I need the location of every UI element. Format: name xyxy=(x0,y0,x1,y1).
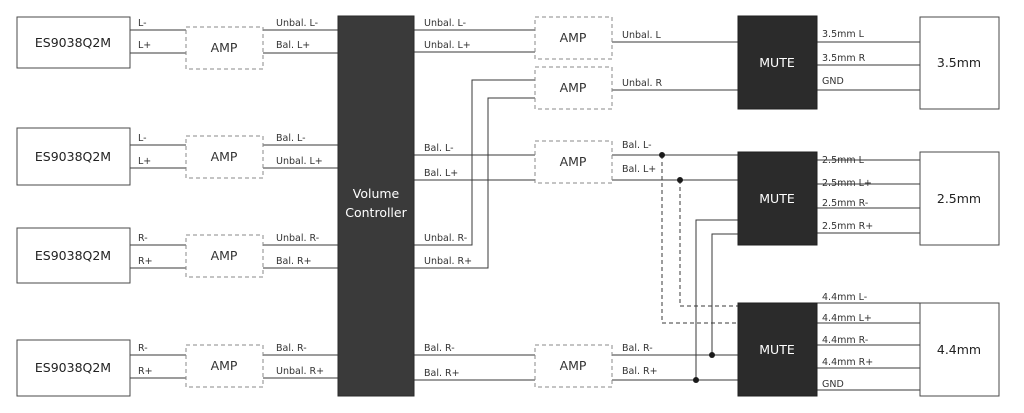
signal-label: Bal. R+ xyxy=(622,366,658,377)
signal-label: Unbal. L- xyxy=(276,18,318,29)
dac-3: ES9038Q2M xyxy=(16,227,131,284)
jack-35mm: 3.5mm xyxy=(919,16,1000,110)
pin-label: L- xyxy=(138,133,147,144)
jack-label: 3.5mm xyxy=(937,55,981,70)
mute-label: MUTE xyxy=(759,55,795,70)
dac-2: ES9038Q2M xyxy=(16,127,131,186)
amp-mid-unbal-l: AMP xyxy=(534,16,613,60)
pin-label: L+ xyxy=(138,40,151,51)
dac-label: ES9038Q2M xyxy=(35,248,111,263)
mute-44: MUTE xyxy=(737,302,818,397)
jack-label: 2.5mm xyxy=(937,191,981,206)
amp-left-2: AMP xyxy=(185,135,264,179)
dac-4: ES9038Q2M xyxy=(16,339,131,397)
pin-label: R+ xyxy=(138,366,153,377)
amp-label: AMP xyxy=(560,80,587,95)
signal-label: Bal. L- xyxy=(424,143,454,154)
amp-left-1: AMP xyxy=(185,26,264,70)
wires xyxy=(130,29,920,391)
amp-label: AMP xyxy=(211,248,238,263)
pin-label: 2.5mm L+ xyxy=(822,178,872,189)
vc-label-line1: Volume xyxy=(353,186,400,201)
jack-label: 4.4mm xyxy=(937,342,981,357)
signal-label: Bal. L+ xyxy=(424,168,458,179)
signal-label: Bal. L- xyxy=(622,140,652,151)
vc-label-line2: Controller xyxy=(345,205,407,220)
amp-label: AMP xyxy=(560,154,587,169)
jack-25mm: 2.5mm xyxy=(919,151,1000,246)
pin-label: GND xyxy=(822,76,844,87)
pin-label: R- xyxy=(138,233,148,244)
mute-35: MUTE xyxy=(737,15,818,110)
amp-label: AMP xyxy=(211,149,238,164)
volume-controller: Volume Controller xyxy=(337,15,415,397)
pin-label: L- xyxy=(138,18,147,29)
amp-label: AMP xyxy=(560,30,587,45)
dac-1: ES9038Q2M xyxy=(16,16,131,69)
signal-label: Bal. R+ xyxy=(276,256,312,267)
signal-label: Unbal. R xyxy=(622,78,663,89)
pin-label: 4.4mm R- xyxy=(822,335,868,346)
amp-label: AMP xyxy=(211,358,238,373)
mute-25: MUTE xyxy=(737,151,818,246)
pin-label: GND xyxy=(822,379,844,390)
dac-label: ES9038Q2M xyxy=(35,149,111,164)
signal-label: Unbal. L+ xyxy=(276,156,323,167)
pin-label: R- xyxy=(138,343,148,354)
pin-label: 4.4mm L+ xyxy=(822,313,872,324)
pin-label: 4.4mm L- xyxy=(822,292,867,303)
amp-mid-bal-l: AMP xyxy=(534,140,613,184)
amp-mid-unbal-r: AMP xyxy=(534,66,613,110)
signal-label: Unbal. R- xyxy=(424,233,467,244)
signal-label: Bal. L+ xyxy=(622,164,656,175)
pin-label: 4.4mm R+ xyxy=(822,357,873,368)
signal-label: Unbal. R- xyxy=(276,233,319,244)
jack-44mm: 4.4mm xyxy=(919,302,1000,397)
signal-label: Unbal. L xyxy=(622,30,662,41)
dac-label: ES9038Q2M xyxy=(35,360,111,375)
pin-label: 3.5mm L xyxy=(822,29,865,40)
signal-label: Unbal. L- xyxy=(424,18,466,29)
amp-label: AMP xyxy=(560,358,587,373)
signal-label: Bal. R+ xyxy=(424,368,460,379)
signal-label: Bal. R- xyxy=(424,343,455,354)
signal-label: Bal. L+ xyxy=(276,40,310,51)
signal-label: Bal. R- xyxy=(276,343,307,354)
pin-label: 2.5mm R- xyxy=(822,198,868,209)
pin-label: L+ xyxy=(138,156,151,167)
amp-mid-bal-r: AMP xyxy=(534,344,613,388)
amp-label: AMP xyxy=(211,40,238,55)
signal-label: Unbal. R+ xyxy=(424,256,472,267)
junction-dots xyxy=(659,152,715,383)
pin-label: 2.5mm R+ xyxy=(822,221,873,232)
mute-label: MUTE xyxy=(759,191,795,206)
signal-label: Unbal. L+ xyxy=(424,40,471,51)
amp-left-4: AMP xyxy=(185,344,264,388)
signal-label: Bal. L- xyxy=(276,133,306,144)
mute-label: MUTE xyxy=(759,342,795,357)
pin-label: R+ xyxy=(138,256,153,267)
pin-label: 2.5mm L- xyxy=(822,155,867,166)
signal-label: Unbal. R+ xyxy=(276,366,324,377)
dac-label: ES9038Q2M xyxy=(35,35,111,50)
pin-label: 3.5mm R xyxy=(822,53,866,64)
amp-left-3: AMP xyxy=(185,234,264,278)
signal-label: Bal. R- xyxy=(622,343,653,354)
